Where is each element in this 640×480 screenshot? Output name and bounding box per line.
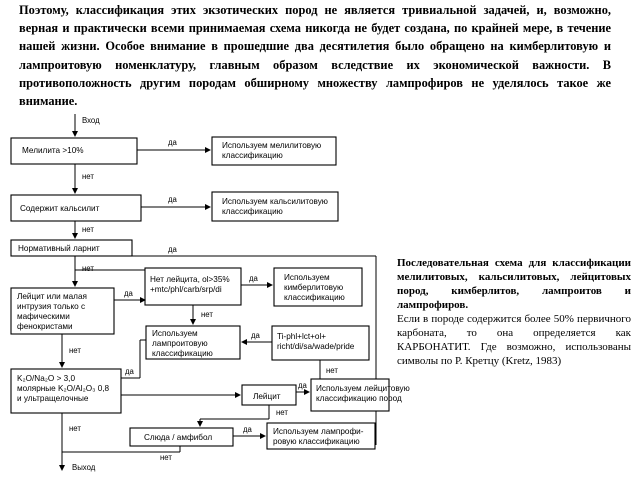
box-text-line: Лейцит bbox=[253, 392, 281, 401]
melilite-class-box bbox=[211, 136, 337, 166]
box-text-line: Используем лампрофи- bbox=[273, 427, 364, 436]
box-text-line: классификацию bbox=[284, 293, 345, 302]
box-text-line: Ti-phl+lct+ol+ bbox=[277, 332, 326, 341]
box-text-line: классификацию bbox=[152, 349, 213, 358]
box-text-line: молярные K₂O/Al₂O₃ 0,8 bbox=[17, 384, 110, 393]
box-text-line: richt/di/sa/wade/pride bbox=[277, 342, 355, 351]
normative-larnite-box bbox=[10, 239, 133, 257]
no-label: нет bbox=[326, 366, 338, 375]
ti-phl-box bbox=[271, 325, 370, 361]
box-text-line: фенокристами bbox=[17, 322, 73, 331]
box-text-line: интрузия только с bbox=[17, 302, 85, 311]
melilite-text: Мелилита >10% bbox=[22, 146, 84, 155]
box-text-line: Слюда / амфибол bbox=[144, 433, 212, 442]
box-text-line: +mtc/phl/carb/srp/di bbox=[150, 285, 222, 294]
lamprophyre-class-text: Используем лампрофи-ровую классификацию bbox=[273, 427, 364, 446]
yes-label: да bbox=[243, 425, 253, 434]
box-text-line: Нормативный ларнит bbox=[18, 244, 100, 253]
yes-label: да bbox=[125, 367, 135, 376]
caption-title: Последовательная схема для классификации… bbox=[397, 257, 631, 311]
figure-caption: Последовательная схема для классификации… bbox=[397, 256, 631, 368]
yes-label: да bbox=[168, 195, 178, 204]
yes-label: да bbox=[168, 138, 178, 147]
yes-label: да bbox=[124, 289, 134, 298]
box-text-line: K₂O/Na₂O > 3,0 bbox=[17, 374, 75, 383]
caption-body: Если в породе содержится более 50% перви… bbox=[397, 313, 631, 367]
no-label: нет bbox=[69, 346, 81, 355]
box-text-line: лампроитовую bbox=[152, 339, 208, 348]
yes-label: да bbox=[298, 381, 308, 390]
box-text-line: мафическими bbox=[17, 312, 70, 321]
no-label: нет bbox=[160, 453, 172, 462]
mica-text: Слюда / амфибол bbox=[144, 433, 212, 442]
intro-paragraph: Поэтому, классификация этих экзотических… bbox=[19, 3, 611, 109]
box-text-line: классификацию bbox=[222, 151, 283, 160]
no-label: нет bbox=[69, 424, 81, 433]
entry-label: Вход bbox=[82, 116, 100, 125]
kalsilite-class-box bbox=[211, 191, 339, 222]
leucite-class-box bbox=[310, 378, 390, 412]
kalsilite-text: Содержит кальсилит bbox=[20, 204, 100, 213]
melilite-box bbox=[10, 137, 138, 165]
normative-larnite-text: Нормативный ларнит bbox=[18, 244, 100, 253]
ti-phl-text: Ti-phl+lct+ol+richt/di/sa/wade/pride bbox=[277, 332, 355, 351]
box-text-line: кимберлитовую bbox=[284, 283, 343, 292]
box-text-line: классификацию bbox=[222, 207, 283, 216]
yes-label: да bbox=[168, 245, 178, 254]
no-leucite-text: Нет лейцита, ol>35%+mtc/phl/carb/srp/di bbox=[150, 275, 230, 294]
box-text-line: Используем лейцитовую bbox=[316, 384, 410, 393]
no-label: нет bbox=[82, 225, 94, 234]
box-text-line: и ультращелочные bbox=[17, 394, 89, 403]
lamprophyre-class-box bbox=[266, 422, 376, 450]
box-text-line: Содержит кальсилит bbox=[20, 204, 100, 213]
box-text-line: ровую классификацию bbox=[273, 437, 360, 446]
k2o-box bbox=[10, 368, 122, 414]
lamproite-class-box bbox=[145, 325, 241, 360]
box-text-line: классификацию пород bbox=[316, 394, 402, 403]
box-text-line: Нет лейцита, ol>35% bbox=[150, 275, 230, 284]
mica-box bbox=[129, 427, 234, 447]
no-label: нет bbox=[276, 408, 288, 417]
leucite-text: Лейцит bbox=[253, 392, 281, 401]
kalsilite-box bbox=[10, 194, 142, 222]
yes-label: да bbox=[249, 274, 259, 283]
no-label: нет bbox=[82, 172, 94, 181]
no-label: нет bbox=[82, 264, 94, 273]
box-text-line: Мелилита >10% bbox=[22, 146, 84, 155]
box-text-line: Используем мелилитовую bbox=[222, 141, 321, 150]
leucite-intrusion-box bbox=[10, 287, 115, 335]
no-label: нет bbox=[201, 310, 213, 319]
exit-label: Выход bbox=[72, 463, 96, 472]
kimberlite-class-box bbox=[273, 267, 363, 307]
box-text-line: Используем bbox=[284, 273, 330, 282]
yes-label: да bbox=[251, 331, 261, 340]
box-text-line: Используем bbox=[152, 329, 198, 338]
box-text-line: Лейцит или малая bbox=[17, 292, 87, 301]
box-text-line: Используем кальсилитовую bbox=[222, 197, 328, 206]
